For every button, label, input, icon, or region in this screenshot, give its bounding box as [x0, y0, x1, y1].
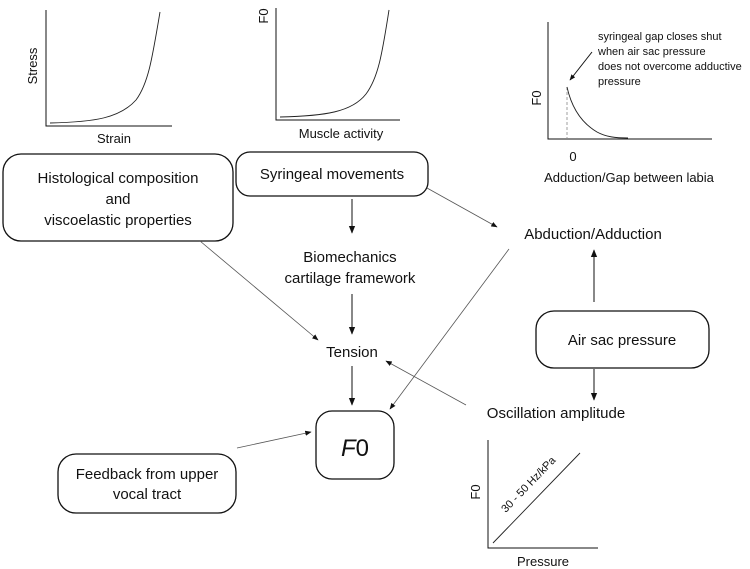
- node-f0: F0: [315, 410, 395, 480]
- annotation-line-1: syringeal gap closes shut: [598, 31, 722, 43]
- node-air-sac-pressure: Air sac pressure: [535, 310, 710, 369]
- feedback-line-2: vocal tract: [113, 486, 182, 503]
- muscle-activity-axis-label: Muscle activity: [299, 126, 384, 141]
- histological-line-2: and: [105, 191, 130, 208]
- f0-adduction-axes: [547, 22, 712, 140]
- arrow-abduction-to-f0: [389, 248, 510, 410]
- stress-strain-axes: [45, 10, 172, 127]
- annotation-line-2: when air sac pressure: [597, 46, 706, 58]
- f0-pressure-plot: 30 - 50 Hz/kPa F0 Pressure: [468, 440, 598, 569]
- arrow-syringeal-to-abduction: [426, 187, 498, 228]
- histological-line-3: viscoelastic properties: [44, 212, 192, 229]
- f0-adduction-curve: [566, 86, 629, 139]
- annotation-line-3: does not overcome adductive: [598, 61, 742, 73]
- node-histological-composition: Histological composition and viscoelasti…: [2, 153, 234, 242]
- f0-adduction-plot: syringeal gap closes shut when air sac p…: [529, 22, 742, 185]
- node-syringeal-movements: Syringeal movements: [235, 151, 429, 197]
- f0-pressure-line: [492, 452, 581, 544]
- annotation-line-4: pressure: [598, 76, 641, 88]
- f0-adduction-y-label: F0: [529, 90, 544, 105]
- histological-line-1: Histological composition: [38, 170, 199, 187]
- air-sac-pressure-label: Air sac pressure: [568, 332, 676, 349]
- strain-axis-label: Strain: [97, 131, 131, 146]
- oscillation-amplitude-label: Oscillation amplitude: [487, 405, 625, 422]
- stress-strain-curve: [49, 11, 161, 124]
- f0-pressure-axes: [487, 440, 598, 549]
- f0-label: F0: [341, 435, 369, 462]
- tension-label: Tension: [326, 344, 378, 361]
- stress-strain-plot: Stress Strain: [25, 10, 172, 146]
- f0-muscle-activity-plot: F0 Muscle activity: [256, 8, 400, 141]
- f0-muscle-y-label: F0: [256, 8, 271, 23]
- f0-muscle-axes: [275, 8, 400, 121]
- annotation-arrow: [569, 51, 593, 81]
- f0-pressure-y-label: F0: [468, 484, 483, 499]
- arrow-histological-to-tension: [199, 240, 319, 341]
- arrow-feedback-to-f0: [236, 430, 312, 449]
- adduction-zero-tick: 0: [569, 149, 576, 164]
- stress-axis-label: Stress: [25, 47, 40, 84]
- syringeal-movements-label: Syringeal movements: [260, 166, 404, 183]
- arrow-oscillation-to-tension: [385, 360, 467, 406]
- abduction-adduction-label: Abduction/Adduction: [524, 226, 662, 243]
- biomechanics-line-1: Biomechanics: [303, 249, 396, 266]
- adduction-axis-label: Adduction/Gap between labia: [544, 170, 715, 185]
- node-feedback: Feedback from upper vocal tract: [57, 453, 237, 514]
- biomechanics-line-2: cartilage framework: [285, 270, 416, 287]
- pressure-axis-label: Pressure: [517, 554, 569, 569]
- feedback-line-1: Feedback from upper: [76, 466, 219, 483]
- f0-muscle-curve: [279, 9, 390, 118]
